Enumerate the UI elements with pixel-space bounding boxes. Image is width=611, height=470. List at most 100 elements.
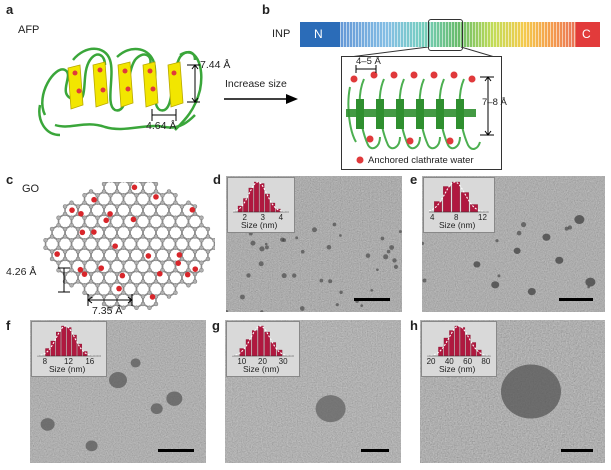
c-terminus-label: C bbox=[582, 27, 591, 41]
nanoparticle bbox=[40, 418, 55, 431]
nanoparticle bbox=[501, 364, 561, 419]
histogram-bar bbox=[270, 342, 277, 357]
nanoparticle bbox=[587, 285, 590, 289]
gaussian-fit-curve bbox=[36, 325, 101, 357]
nanoparticles bbox=[422, 215, 596, 296]
nanoparticle bbox=[130, 358, 141, 368]
nanoparticle bbox=[326, 244, 332, 250]
histogram-bar bbox=[443, 337, 449, 357]
inp-sequence-bar: N C bbox=[300, 19, 600, 51]
scale-bar bbox=[559, 298, 593, 301]
n-terminus-block bbox=[300, 22, 340, 47]
nanoparticle bbox=[311, 227, 317, 233]
scale-bar bbox=[361, 449, 389, 452]
nanoparticle bbox=[259, 246, 265, 252]
histogram-bar bbox=[471, 342, 477, 357]
histogram-plot bbox=[426, 325, 492, 357]
nanoparticle bbox=[495, 239, 499, 243]
n-terminus-label: N bbox=[314, 27, 323, 41]
histogram-x-label: Size (nm) bbox=[439, 364, 476, 374]
scale-bar bbox=[561, 449, 593, 452]
panel-c-label: c bbox=[6, 172, 14, 187]
histogram-tick-label: 4 bbox=[430, 213, 435, 222]
go-dimension-a: 4.26 Å bbox=[6, 266, 37, 278]
afp-height-dimension: 7.44 Å bbox=[200, 59, 231, 71]
histogram-bar bbox=[259, 183, 265, 213]
nanoparticle bbox=[295, 236, 299, 240]
histogram-tick-label: 20 bbox=[426, 357, 436, 366]
histogram-tick-label: 20 bbox=[258, 357, 267, 366]
afp-structure bbox=[38, 47, 203, 137]
nanoparticle bbox=[280, 237, 285, 242]
histogram-tick-label: 40 bbox=[444, 357, 454, 366]
histogram-tick-label: 60 bbox=[463, 357, 473, 366]
nanoparticle bbox=[85, 440, 98, 452]
inp-zoom-panel: 4–5 Å 7–8 Å Anchored clathrate water bbox=[341, 56, 507, 170]
panel-g-label: g bbox=[212, 318, 220, 333]
go-dimension-b: 7.35 Å bbox=[92, 305, 123, 317]
histogram-plot bbox=[232, 181, 289, 213]
gaussian-fit-curve bbox=[232, 181, 289, 213]
panel-d-label: d bbox=[213, 172, 221, 187]
histogram-bar bbox=[264, 193, 270, 213]
histogram-bar bbox=[239, 348, 246, 357]
nanoparticle bbox=[315, 395, 346, 423]
histogram-bar bbox=[460, 327, 466, 357]
histogram-x-label: Size (nm) bbox=[243, 364, 280, 374]
nanoparticle bbox=[527, 288, 536, 296]
nanoparticle bbox=[300, 249, 305, 254]
nanoparticle bbox=[422, 241, 425, 245]
histogram-tick-label: 8 bbox=[42, 357, 48, 366]
histogram-x-label: Size (nm) bbox=[439, 220, 476, 230]
histogram-bar bbox=[470, 204, 478, 213]
histogram-bar bbox=[454, 325, 460, 357]
histogram-x-label: Size (nm) bbox=[241, 220, 278, 230]
nanoparticle bbox=[281, 273, 287, 279]
histogram-bar bbox=[465, 334, 471, 357]
nanoparticle bbox=[292, 273, 297, 278]
nanoparticle bbox=[264, 245, 269, 250]
histogram-tick-label: 16 bbox=[85, 357, 95, 366]
nanoparticle bbox=[376, 268, 379, 272]
nanoparticle bbox=[150, 403, 163, 415]
histogram-bar bbox=[248, 187, 254, 213]
nanoparticles bbox=[501, 364, 561, 419]
nanoparticle bbox=[365, 253, 371, 258]
nanoparticle bbox=[585, 277, 596, 287]
inp-label: INP bbox=[272, 28, 291, 40]
nanoparticle bbox=[335, 303, 339, 307]
nanoparticles bbox=[315, 395, 346, 423]
inp-beta-solenoid bbox=[346, 65, 494, 164]
gaussian-fit-curve bbox=[231, 325, 294, 357]
nanoparticle bbox=[246, 273, 251, 278]
nanoparticle bbox=[332, 222, 337, 227]
zoom-box bbox=[428, 19, 463, 51]
nanoparticle bbox=[319, 278, 324, 283]
panel-f-label: f bbox=[6, 318, 11, 333]
histogram-bar bbox=[243, 198, 249, 213]
nanoparticle bbox=[383, 254, 389, 260]
nanoparticle bbox=[260, 310, 264, 312]
nanoparticle bbox=[516, 230, 522, 236]
nanoparticle bbox=[380, 236, 385, 241]
histogram-tick-label: 10 bbox=[237, 357, 247, 366]
histogram-bar bbox=[449, 330, 455, 357]
nanoparticle bbox=[226, 310, 229, 312]
nanoparticle bbox=[520, 222, 527, 228]
histogram-bar bbox=[71, 334, 77, 357]
nanoparticle bbox=[389, 245, 395, 250]
nanoparticle bbox=[574, 215, 585, 225]
nanoparticle bbox=[360, 304, 364, 308]
histogram-tick-label: 2 bbox=[242, 213, 247, 222]
nanoparticle bbox=[567, 225, 573, 230]
nanoparticle bbox=[250, 240, 256, 246]
nanoparticle bbox=[239, 294, 245, 300]
histogram-bar bbox=[237, 205, 243, 213]
nanoparticle bbox=[555, 256, 564, 264]
histogram-plot bbox=[231, 325, 294, 357]
histogram-bar bbox=[452, 181, 460, 213]
